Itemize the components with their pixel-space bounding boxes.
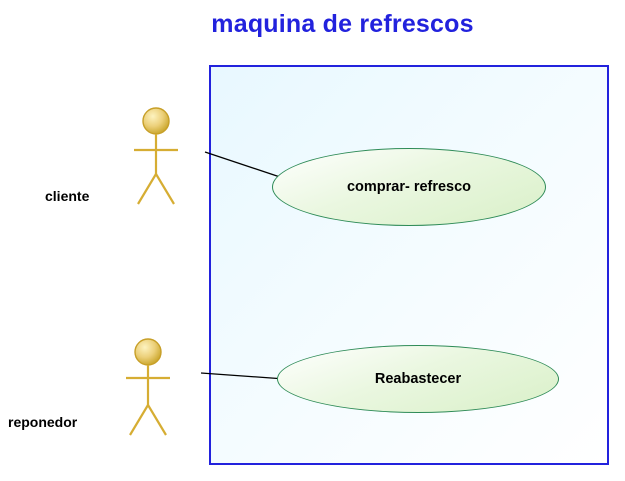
actor-stick-figure-icon [134, 107, 178, 205]
diagram-title: maquina de refrescos [211, 10, 474, 38]
usecase-label-reabastecer: Reabastecer [374, 371, 462, 387]
actor-reponedor[interactable] [120, 335, 190, 445]
usecase-label-comprar-refresco: comprar- refresco [346, 179, 472, 195]
usecase-comprar-refresco[interactable]: comprar- refresco [272, 148, 546, 226]
usecase-reabastecer[interactable]: Reabastecer [277, 345, 559, 413]
actor-label-reponedor: reponedor [8, 414, 78, 430]
actor-cliente[interactable] [128, 104, 198, 214]
actor-stick-figure-icon [126, 338, 170, 436]
actor-label-cliente: cliente [45, 188, 90, 204]
